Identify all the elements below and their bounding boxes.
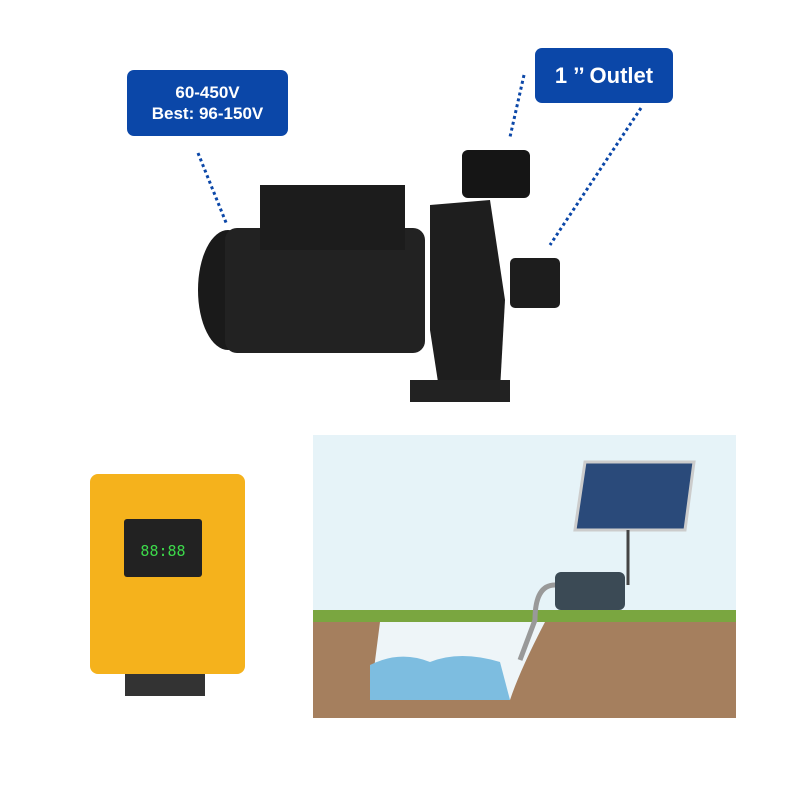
pump-image xyxy=(198,150,560,402)
voltage-label: 60-450V Best: 96-150V xyxy=(127,70,288,136)
outlet-label: 1 ’’ Outlet xyxy=(535,48,673,103)
voltage-range: 60-450V xyxy=(175,83,240,102)
dotted-arrows xyxy=(196,74,643,246)
installation-scene xyxy=(313,435,736,718)
controller-display: 88:88 xyxy=(140,542,185,560)
voltage-best: Best: 96-150V xyxy=(151,104,264,123)
controller-image: 88:88 xyxy=(90,474,245,696)
